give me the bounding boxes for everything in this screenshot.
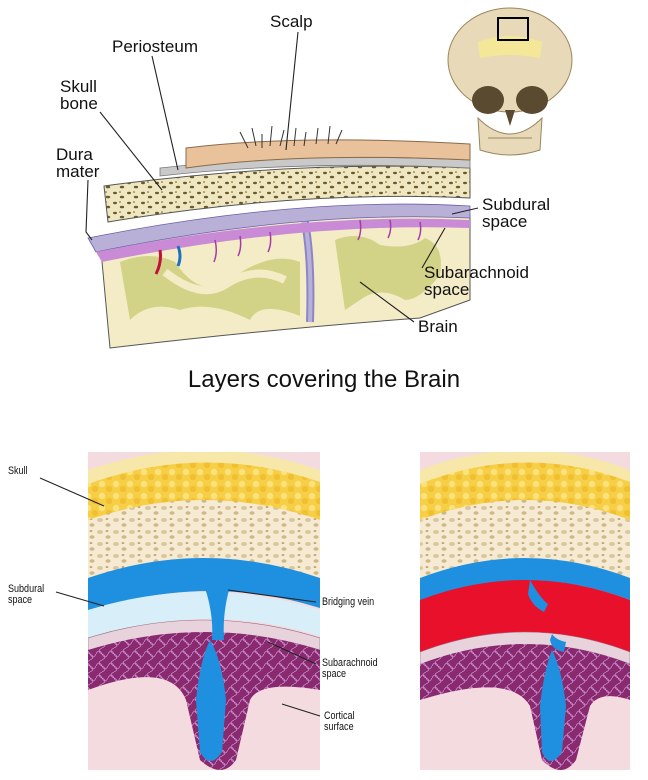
label-bridging-vein: Bridging vein <box>322 597 374 608</box>
label-cortical-surface: Cortical surface <box>324 711 355 733</box>
label-skull-bone: Skull bone <box>60 78 98 112</box>
label-skull: Skull <box>8 466 28 477</box>
label-dura-mater: Dura mater <box>56 146 99 180</box>
figure-caption: Layers covering the Brain <box>0 366 648 394</box>
label-subdural-space-bottom: Subdural space <box>8 584 44 606</box>
label-scalp: Scalp <box>270 13 313 30</box>
skull-icon <box>448 8 572 155</box>
label-subarachnoid-space-top: Subarachnoid space <box>424 264 529 298</box>
label-brain: Brain <box>418 318 458 335</box>
bottom-left-panel <box>88 450 320 772</box>
bottom-right-panel <box>420 450 630 772</box>
label-periosteum: Periosteum <box>112 38 198 55</box>
top-block-illustration <box>88 126 470 348</box>
label-subarachnoid-space-bottom: Subarachnoid space <box>322 658 378 680</box>
label-subdural-space-top: Subdural space <box>482 196 550 230</box>
